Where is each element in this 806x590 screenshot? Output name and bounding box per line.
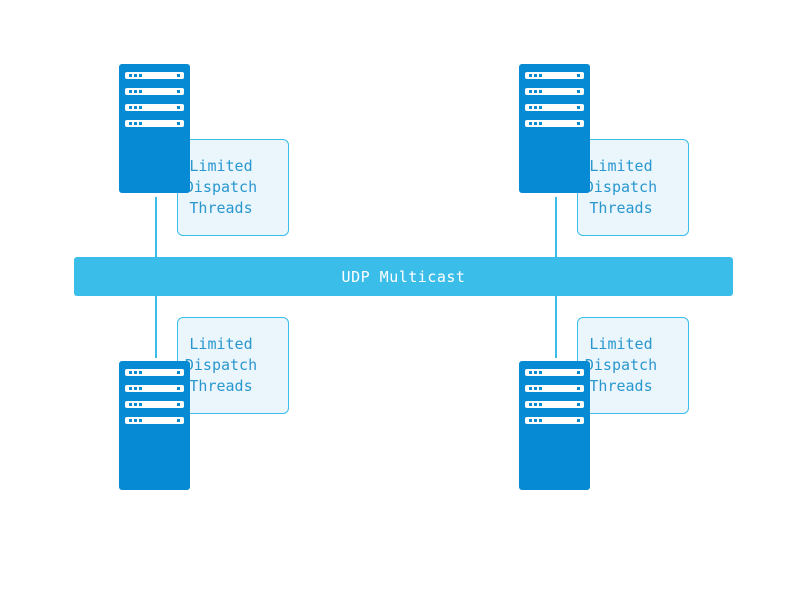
server-slot xyxy=(525,417,584,424)
bus-label: UDP Multicast xyxy=(341,267,466,286)
connector-line-top-right xyxy=(555,197,557,257)
note-line: Limited xyxy=(189,335,253,353)
server-icon xyxy=(119,361,190,490)
server-slot xyxy=(525,120,584,127)
note-box-top-left: Limited Dispatch Threads xyxy=(177,139,289,236)
server-icon xyxy=(519,64,590,193)
connector-line-bottom-right xyxy=(555,296,557,358)
note-line: Threads xyxy=(589,199,653,217)
server-slot xyxy=(525,88,584,95)
note-line: Threads xyxy=(189,377,253,395)
note-line: Threads xyxy=(589,377,653,395)
server-slot xyxy=(125,385,184,392)
note-text: Limited Dispatch Threads xyxy=(578,140,688,235)
note-text: Limited Dispatch Threads xyxy=(578,318,688,413)
note-line: Dispatch xyxy=(584,356,658,374)
server-slot xyxy=(525,72,584,79)
server-icon xyxy=(119,64,190,193)
note-text: Limited Dispatch Threads xyxy=(178,140,288,235)
server-slot xyxy=(525,104,584,111)
note-text: Limited Dispatch Threads xyxy=(178,318,288,413)
server-slot xyxy=(125,120,184,127)
note-box-bottom-right: Limited Dispatch Threads xyxy=(577,317,689,414)
udp-multicast-bus: UDP Multicast xyxy=(74,257,733,296)
server-slot xyxy=(125,88,184,95)
server-slot xyxy=(525,401,584,408)
note-line: Limited xyxy=(589,157,653,175)
note-line: Limited xyxy=(589,335,653,353)
server-slot xyxy=(125,104,184,111)
note-line: Threads xyxy=(189,199,253,217)
connector-line-bottom-left xyxy=(155,296,157,358)
note-line: Dispatch xyxy=(184,356,258,374)
note-line: Dispatch xyxy=(184,178,258,196)
server-slot xyxy=(125,401,184,408)
server-slot xyxy=(125,72,184,79)
note-box-bottom-left: Limited Dispatch Threads xyxy=(177,317,289,414)
note-line: Dispatch xyxy=(584,178,658,196)
connector-line-top-left xyxy=(155,197,157,257)
server-slot xyxy=(525,369,584,376)
server-icon xyxy=(519,361,590,490)
server-slot xyxy=(125,369,184,376)
server-slot xyxy=(525,385,584,392)
note-line: Limited xyxy=(189,157,253,175)
server-slot xyxy=(125,417,184,424)
note-box-top-right: Limited Dispatch Threads xyxy=(577,139,689,236)
